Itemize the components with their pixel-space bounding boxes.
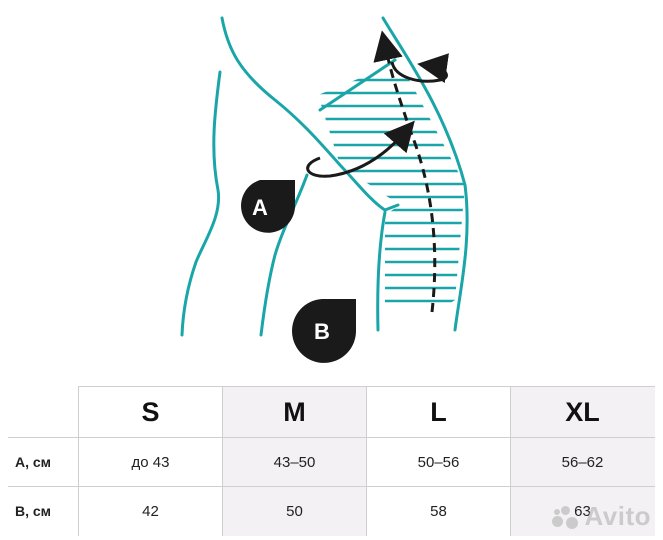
avito-logo-icon — [552, 505, 579, 529]
cell-b-s: 42 — [78, 486, 223, 536]
badge-a-label: A — [252, 195, 268, 220]
size-header-row: S M L XL — [8, 386, 655, 438]
body-outline — [180, 16, 469, 337]
cell-a-xl: 56–62 — [510, 437, 655, 487]
avito-watermark: Avito — [552, 501, 651, 532]
cell-a-m: 43–50 — [222, 437, 367, 487]
size-header-l: L — [366, 386, 511, 438]
watermark-text: Avito — [584, 501, 651, 531]
row-label-a: A, см — [8, 437, 79, 487]
spine-arrow — [373, 30, 437, 313]
back-support-diagram: A B — [180, 16, 469, 363]
badge-b-label: B — [314, 319, 330, 344]
size-header-xl: XL — [510, 386, 655, 438]
size-header-s: S — [78, 386, 223, 438]
rotation-arrow-middle — [306, 120, 415, 178]
table-row-a: A, см до 43 43–50 50–56 56–62 — [8, 437, 655, 487]
cell-b-m: 50 — [222, 486, 367, 536]
size-table: S M L XL A, см до 43 43–50 50–56 56–62 B… — [8, 386, 655, 536]
cell-b-xl: 63 — [510, 486, 655, 536]
header-corner — [8, 386, 79, 438]
stripe-pattern — [318, 78, 465, 303]
cell-b-l: 58 — [366, 486, 511, 536]
badge-b: B — [292, 299, 357, 363]
badge-a: A — [241, 180, 295, 233]
rotation-arrow-top — [390, 53, 449, 83]
size-header-m: M — [222, 386, 367, 438]
cell-a-l: 50–56 — [366, 437, 511, 487]
cell-a-s: до 43 — [78, 437, 223, 487]
row-label-b: B, см — [8, 486, 79, 536]
table-row-b: B, см 42 50 58 63 — [8, 486, 655, 536]
